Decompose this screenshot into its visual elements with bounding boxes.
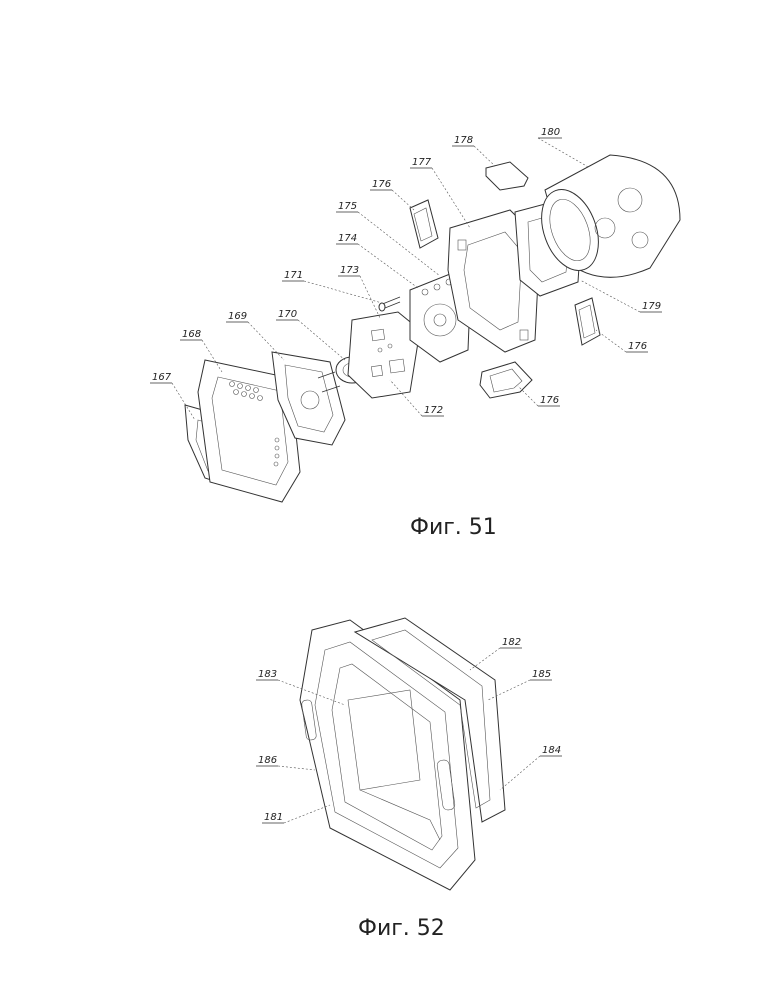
- label-167: 167: [152, 372, 172, 383]
- label-173: 173: [340, 265, 359, 276]
- label-183: 183: [258, 669, 277, 680]
- figure-52: 183 186 181 182 185 184 Фиг. 52: [256, 618, 562, 941]
- label-169: 169: [228, 311, 247, 322]
- label-180: 180: [541, 127, 560, 138]
- label-179: 179: [642, 301, 661, 312]
- label-182: 182: [502, 637, 521, 648]
- label-185: 185: [532, 669, 551, 680]
- part-178-clip: [486, 162, 528, 190]
- label-170: 170: [278, 309, 297, 320]
- label-176-top: 176: [372, 179, 391, 190]
- label-168: 168: [182, 329, 201, 340]
- label-176-bottom: 176: [540, 395, 559, 406]
- caption-figure-52: Фиг. 52: [358, 916, 445, 941]
- part-173-pcb: [348, 312, 420, 398]
- label-186: 186: [258, 755, 277, 766]
- label-184: 184: [542, 745, 561, 756]
- label-181: 181: [264, 812, 283, 823]
- label-171: 171: [284, 270, 303, 281]
- part-176-clip-top: [410, 200, 438, 248]
- label-178: 178: [454, 135, 473, 146]
- label-176-right: 176: [628, 341, 647, 352]
- label-172: 172: [424, 405, 443, 416]
- part-176-clip-bottom: [480, 362, 532, 398]
- label-174: 174: [338, 233, 357, 244]
- part-176-clip-right: [575, 298, 600, 345]
- part-171-screw: [379, 297, 400, 311]
- label-175: 175: [338, 201, 357, 212]
- caption-figure-51: Фиг. 51: [410, 515, 497, 540]
- figure-51: 167 168 169 170 171 172 173: [150, 127, 680, 540]
- label-177: 177: [412, 157, 432, 168]
